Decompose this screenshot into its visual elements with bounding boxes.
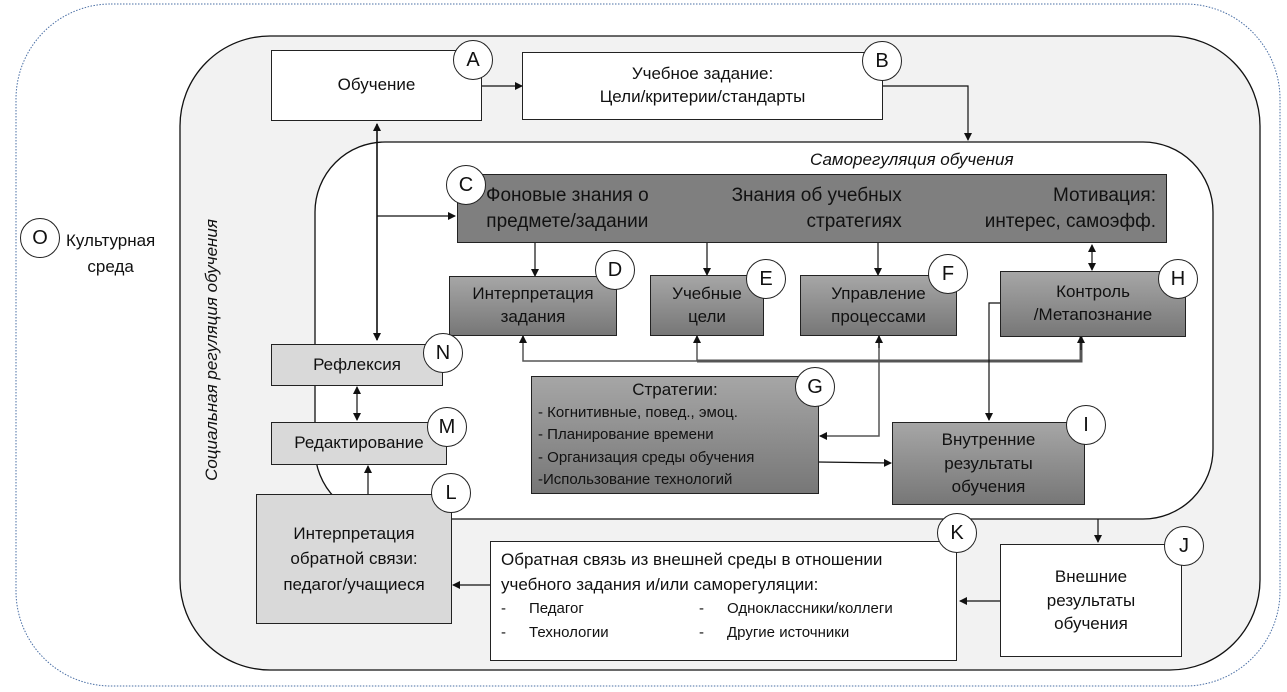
- badge-m: M: [427, 407, 467, 447]
- node-n-reflection: Рефлексия: [271, 344, 443, 386]
- strategies-list: - Когнитивные, повед., эмоц. - Планирова…: [538, 403, 755, 489]
- badge-k: K: [937, 513, 977, 553]
- node-b-learning-task: Учебное задание: Цели/критерии/стандарты: [522, 52, 883, 120]
- badge-n: N: [423, 333, 463, 373]
- arrow-g-to-i: [817, 458, 892, 467]
- badge-j: J: [1164, 526, 1204, 566]
- node-e-learning-goals: Учебные цели: [650, 275, 764, 336]
- arrow-h-to-i: [985, 302, 1000, 421]
- badge-h: H: [1158, 259, 1198, 299]
- badge-d: D: [595, 250, 635, 290]
- badge-f: F: [928, 254, 968, 294]
- badge-c: C: [446, 165, 486, 205]
- cultural-environment-region: [15, 3, 1281, 687]
- source-other: Другие источники: [727, 623, 850, 641]
- node-c-knowledge-motivation: Фоновые знания о предмете/задании Знания…: [457, 174, 1167, 243]
- social-regulation-label: Социальная регуляция обучения: [202, 219, 221, 481]
- source-peers: Одноклассники/коллеги: [727, 600, 893, 618]
- badge-g: G: [795, 367, 835, 407]
- badge-a: A: [453, 40, 493, 80]
- node-h-control-metacognition: Контроль /Метапознание: [1000, 271, 1186, 337]
- badge-o: O: [20, 218, 60, 258]
- node-d-task-interpretation: Интерпретация задания: [449, 276, 617, 336]
- badge-i: I: [1066, 405, 1106, 445]
- feedback-bus-d: [519, 335, 707, 362]
- node-m-editing: Редактирование: [271, 422, 447, 465]
- node-i-internal-outcomes: Внутренние результаты обучения: [892, 422, 1085, 505]
- badge-l: L: [431, 473, 471, 513]
- node-l-feedback-interpretation: Интерпретация обратной связи: педагог/уч…: [256, 494, 452, 624]
- node-k-external-feedback: Обратная связь из внешней среды в отноше…: [490, 541, 957, 661]
- cultural-environment-label: Культурная среда: [66, 231, 156, 277]
- arrow-b-to-self-regulation: [882, 85, 972, 141]
- badge-b: B: [862, 41, 902, 81]
- node-g-strategies: Стратегии: - Когнитивные, повед., эмоц. …: [531, 376, 819, 494]
- self-regulation-label: Саморегуляция обучения: [810, 150, 1014, 169]
- badge-e: E: [746, 259, 786, 299]
- node-j-external-outcomes: Внешние результаты обучения: [1000, 544, 1182, 657]
- source-teacher: Педагог: [529, 600, 584, 618]
- node-a-learning: Обучение: [271, 50, 482, 121]
- source-technology: Технологии: [529, 623, 609, 641]
- feedback-sources: - Педагог - Одноклассники/коллеги - Техн…: [501, 597, 947, 644]
- arrow-f-g: [819, 336, 880, 440]
